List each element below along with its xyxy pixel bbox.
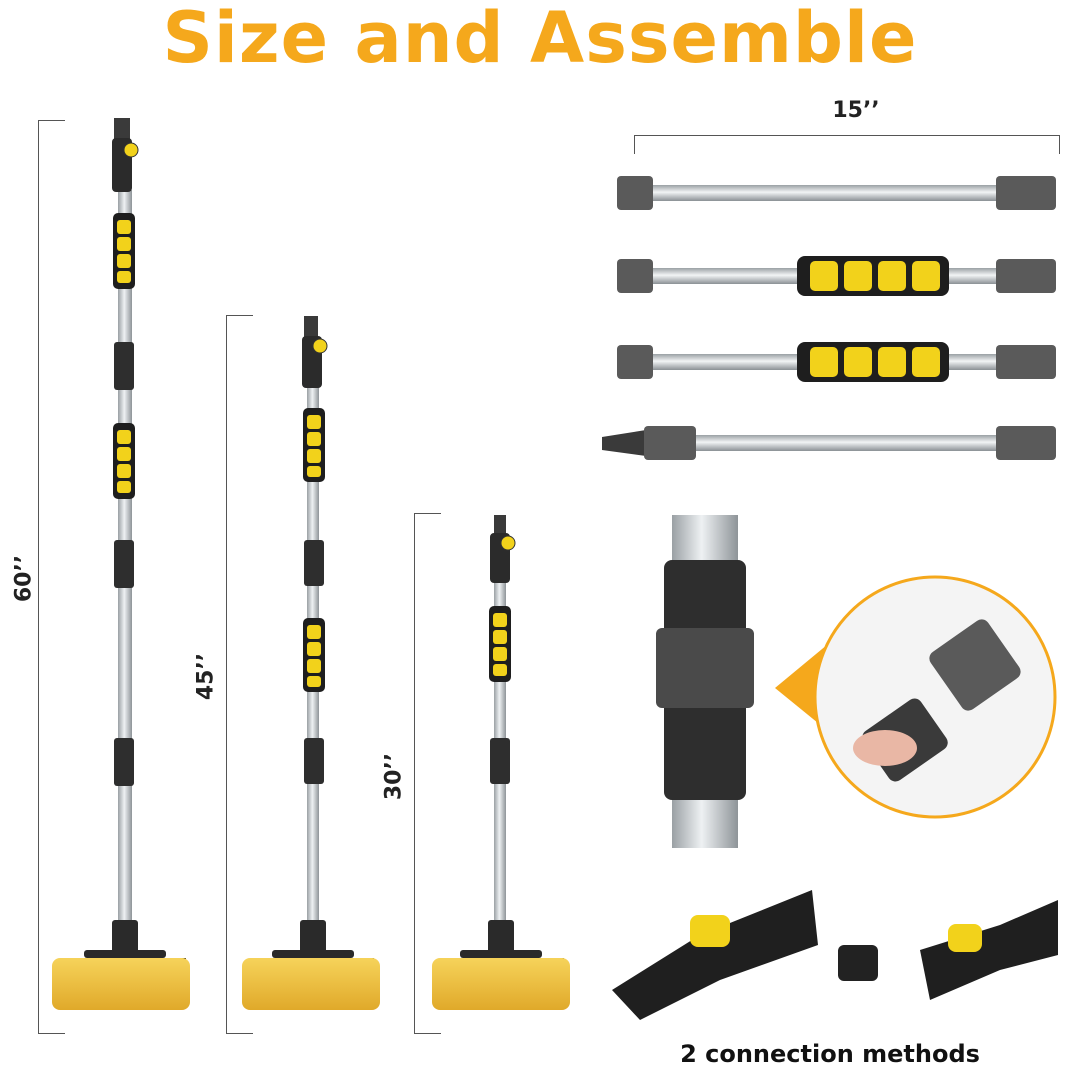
connection-method-1: [612, 890, 818, 1020]
dimension-bracket-45: [226, 315, 253, 1034]
dimension-bracket-30: [414, 513, 441, 1034]
connector-closeup: [656, 515, 754, 848]
pole-section-threaded: [602, 426, 1056, 460]
pole-45-inch-body: [242, 316, 380, 1010]
connection-methods-caption: 2 connection methods: [680, 1040, 980, 1068]
dimension-bracket-15: [634, 135, 1060, 154]
connection-method-2: [838, 900, 1058, 1000]
pole-section-grip-1: [617, 256, 1056, 296]
page-title: Size and Assemble: [162, 0, 918, 79]
zoom-detail: [775, 575, 1057, 819]
dimension-label-15: 15’’: [832, 98, 880, 123]
pole-30-inch-body: [432, 515, 570, 1010]
pole-section-plain: [617, 176, 1056, 210]
pole-section-grip-2: [617, 342, 1056, 382]
pole-60-inch-body: [52, 118, 190, 1010]
dimension-bracket-60: [38, 120, 65, 1034]
